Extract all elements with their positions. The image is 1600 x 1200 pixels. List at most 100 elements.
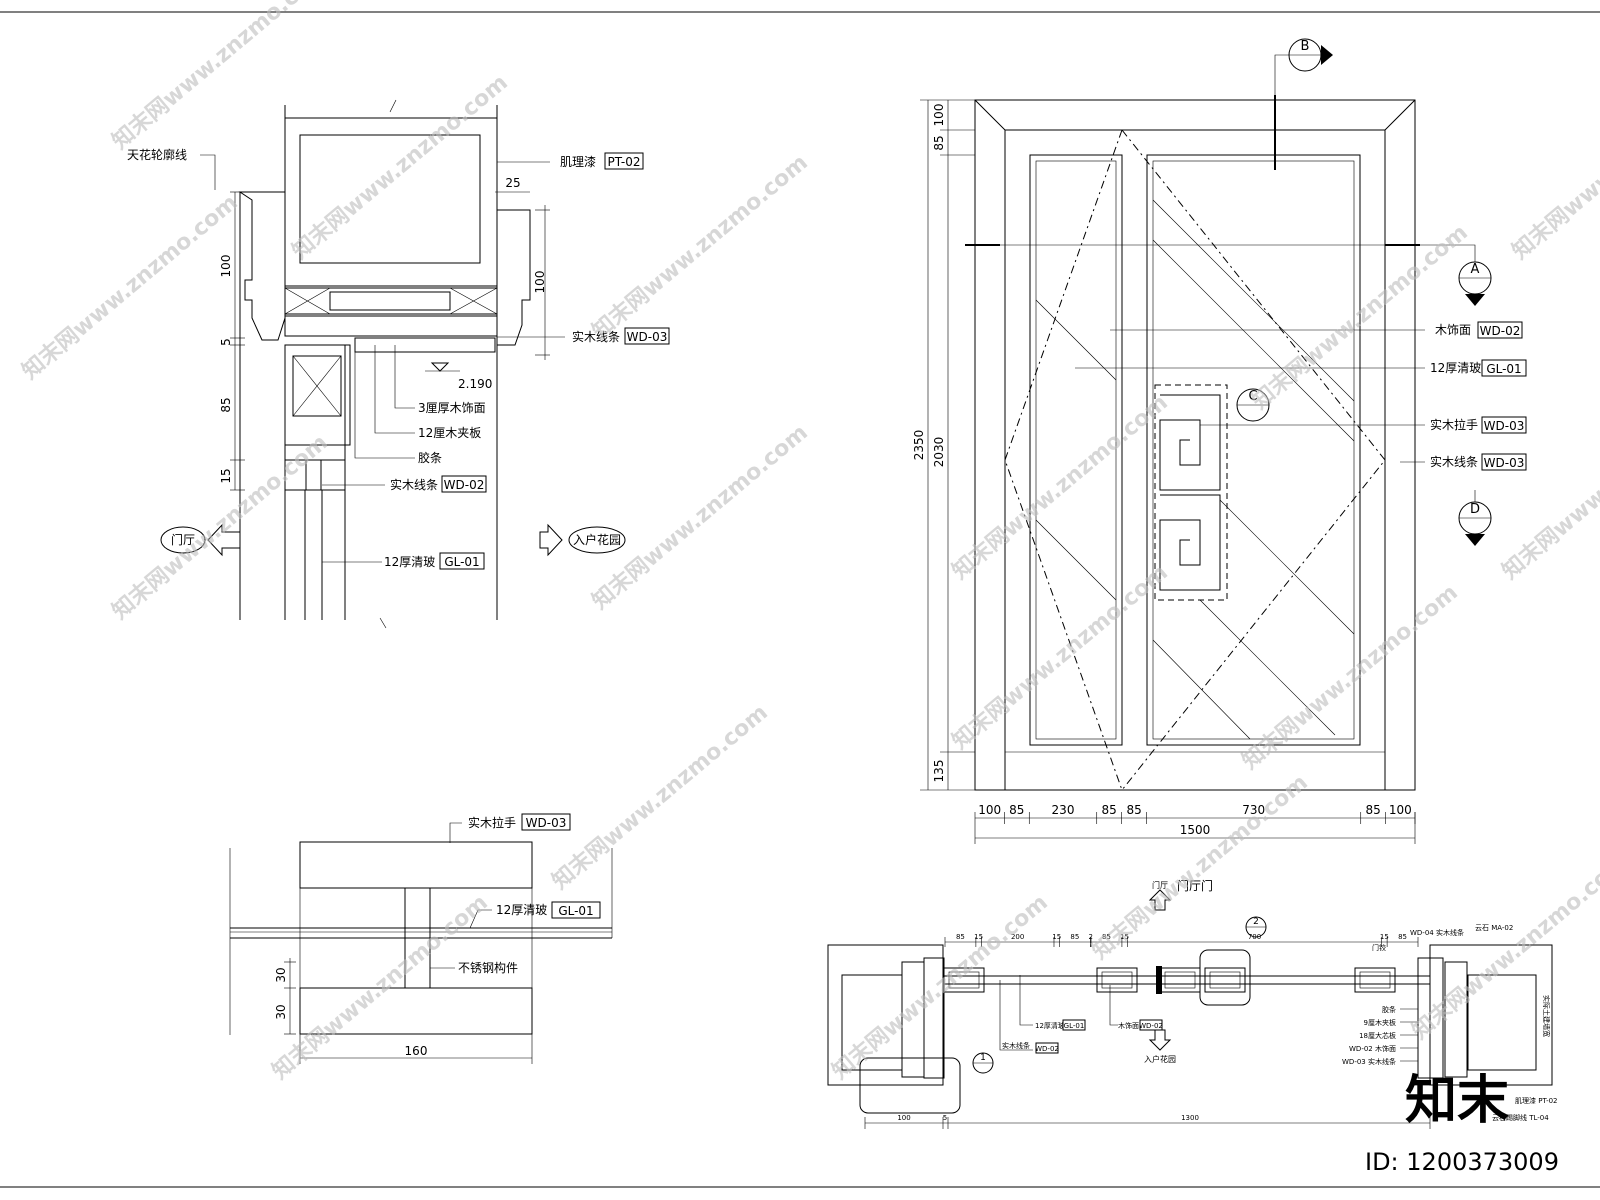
elevation-title: 门厅门: [1177, 878, 1213, 893]
callout-box-2: [1199, 949, 1251, 1006]
plan-top-dim: 700: [1248, 933, 1261, 941]
head-dim-100: 100: [219, 255, 233, 278]
veneer-label: 3厘厚木饰面: [418, 401, 486, 415]
side-panel: [1029, 154, 1123, 746]
elev-line-code: WD-03: [1484, 456, 1525, 470]
watermark-text: 知末网www.znzmo.com: [267, 889, 493, 1084]
watermark-text: 知末网www.znzmo.com: [587, 419, 813, 614]
handle-lower-glyph: [1159, 494, 1221, 591]
steel-label: 不锈钢构件: [458, 960, 518, 975]
section-d-arrow-icon: [1465, 534, 1485, 546]
texture-paint-label: 肌理漆: [560, 155, 596, 169]
elev-glass-tag: [1481, 359, 1527, 377]
watermark-text: 知末网www.znzmo.com: [17, 189, 243, 384]
corner-logo: 知末: [1405, 1071, 1509, 1131]
elev-width-dim: 730: [1242, 803, 1265, 817]
arrow-down-icon: [1148, 1029, 1172, 1051]
elev-dim-2350: 2350: [912, 430, 926, 461]
watermark-text: 知末网www.znzmo.com: [287, 69, 513, 264]
solid-wood-line-tag: [441, 475, 487, 493]
elev-glass-code: GL-01: [1486, 362, 1521, 376]
plan-glass-code: GL-01: [1064, 1022, 1085, 1030]
door-elevation: B A C D 木饰面 WD-02 12厚清玻 GL-01 实木拉手 WD-03…: [912, 38, 1527, 893]
solid-wood-line-top-tag: [624, 327, 670, 345]
elev-width-dim: 85: [1126, 803, 1141, 817]
solid-wood-line-top-code: WD-03: [627, 330, 668, 344]
right-room-bubble: [568, 526, 626, 554]
plan-dir-top: 门厅: [1152, 880, 1168, 890]
plywood-strip: [354, 337, 496, 353]
handle-section-detail: 30 30 160 实木拉手 WD-03 12厚清玻 GL-01 不锈钢构件: [229, 813, 613, 1064]
level-text: 2.190: [458, 377, 492, 391]
callout-1-mark: 1: [980, 1053, 986, 1063]
left-room-bubble: [160, 526, 206, 554]
head-dim-15: 15: [219, 468, 233, 483]
plan-line-code: WD-02: [1035, 1045, 1059, 1053]
section-b-letter: B: [1301, 39, 1310, 54]
plan-top-dim: 15: [1380, 933, 1389, 941]
leaf-frame: [1354, 967, 1396, 993]
watermark-text: 知末网www.znzmo.com: [547, 699, 773, 894]
plan-glass-label: 12厚清玻: [1035, 1021, 1065, 1030]
elev-width-dim: 85: [1102, 803, 1117, 817]
elev-width-dim: 100: [1389, 803, 1412, 817]
section-a-arrow-icon: [1465, 294, 1485, 306]
plan-line-label: 实木线条: [1002, 1041, 1030, 1050]
handle-glass-code: GL-01: [558, 904, 593, 918]
lintel-core: [299, 134, 481, 264]
watermark-text: 知末网www.znzmo.com: [827, 889, 1053, 1084]
handle-dim-160: 160: [405, 1044, 428, 1058]
meeting-stile: [1156, 966, 1162, 994]
head-dim-85: 85: [219, 397, 233, 412]
callout-2-mark: 2: [1253, 917, 1259, 927]
plan-top-dim: 85: [1398, 933, 1407, 941]
glass-tag: [439, 552, 485, 570]
plan-dir-bottom: 入户花园: [1144, 1054, 1176, 1064]
swing-line-left: [1004, 129, 1123, 791]
watermark-text: 知末网www.znzmo.com: [1407, 849, 1600, 1044]
image-id-label: ID: 1200373009: [1365, 1148, 1559, 1176]
glue-strip-label: 胶条: [418, 450, 442, 465]
elev-veneer-label: 木饰面: [1435, 323, 1471, 337]
handle-top-block: [299, 841, 533, 889]
head-dim-25: 25: [505, 176, 520, 190]
watermark-text: 知末网www.znzmo.com: [1507, 69, 1600, 264]
elev-glass-label: 12厚清玻: [1430, 361, 1481, 375]
watermark-text: 知末网www.znzmo.com: [107, 0, 333, 155]
plywood-layer: [284, 287, 498, 315]
swing-line-right: [1121, 129, 1386, 791]
elev-dim-85: 85: [932, 135, 946, 150]
elev-dim-1500: 1500: [1180, 823, 1211, 837]
right-wood-trim: [496, 209, 531, 346]
elev-dim-2030: 2030: [932, 437, 946, 468]
handle-code: WD-03: [526, 816, 567, 830]
handle-glass-tag: [551, 901, 601, 919]
callout-box-1: [859, 1057, 961, 1114]
solid-wood-line-code: WD-02: [444, 478, 485, 492]
plan-top-dim: 15: [974, 933, 983, 941]
leaf-frame: [1096, 967, 1138, 993]
leaf-frame: [1159, 967, 1201, 993]
plan-veneer-label: 木饰面: [1118, 1021, 1139, 1030]
plan-hinge-label: 门铰: [1372, 943, 1386, 952]
watermark-text: 知末网www.znzmo.com: [1087, 769, 1313, 964]
elev-veneer-tag: [1477, 321, 1523, 339]
solid-wood-line-top-label: 实木线条: [572, 329, 620, 344]
plan-right-wall: [1429, 944, 1553, 1086]
plan-left-wall: [827, 944, 944, 1086]
plan-bottom-dim-1300: 1300: [1181, 1114, 1199, 1122]
plan-topright-b: 云石 MA-02: [1475, 924, 1513, 932]
plan-bottom-dim-5: 5: [943, 1114, 947, 1122]
plan-top-dim: 85: [1102, 933, 1111, 941]
handle-label: 实木拉手: [468, 815, 516, 830]
plan-top-dim: 15: [1120, 933, 1129, 941]
leaf-frame: [1204, 967, 1246, 993]
plan-top-dim: 2: [1088, 933, 1092, 941]
texture-paint-code: PT-02: [607, 155, 640, 169]
head-dim-5: 5: [219, 338, 233, 346]
elev-dim-100: 100: [932, 104, 946, 127]
